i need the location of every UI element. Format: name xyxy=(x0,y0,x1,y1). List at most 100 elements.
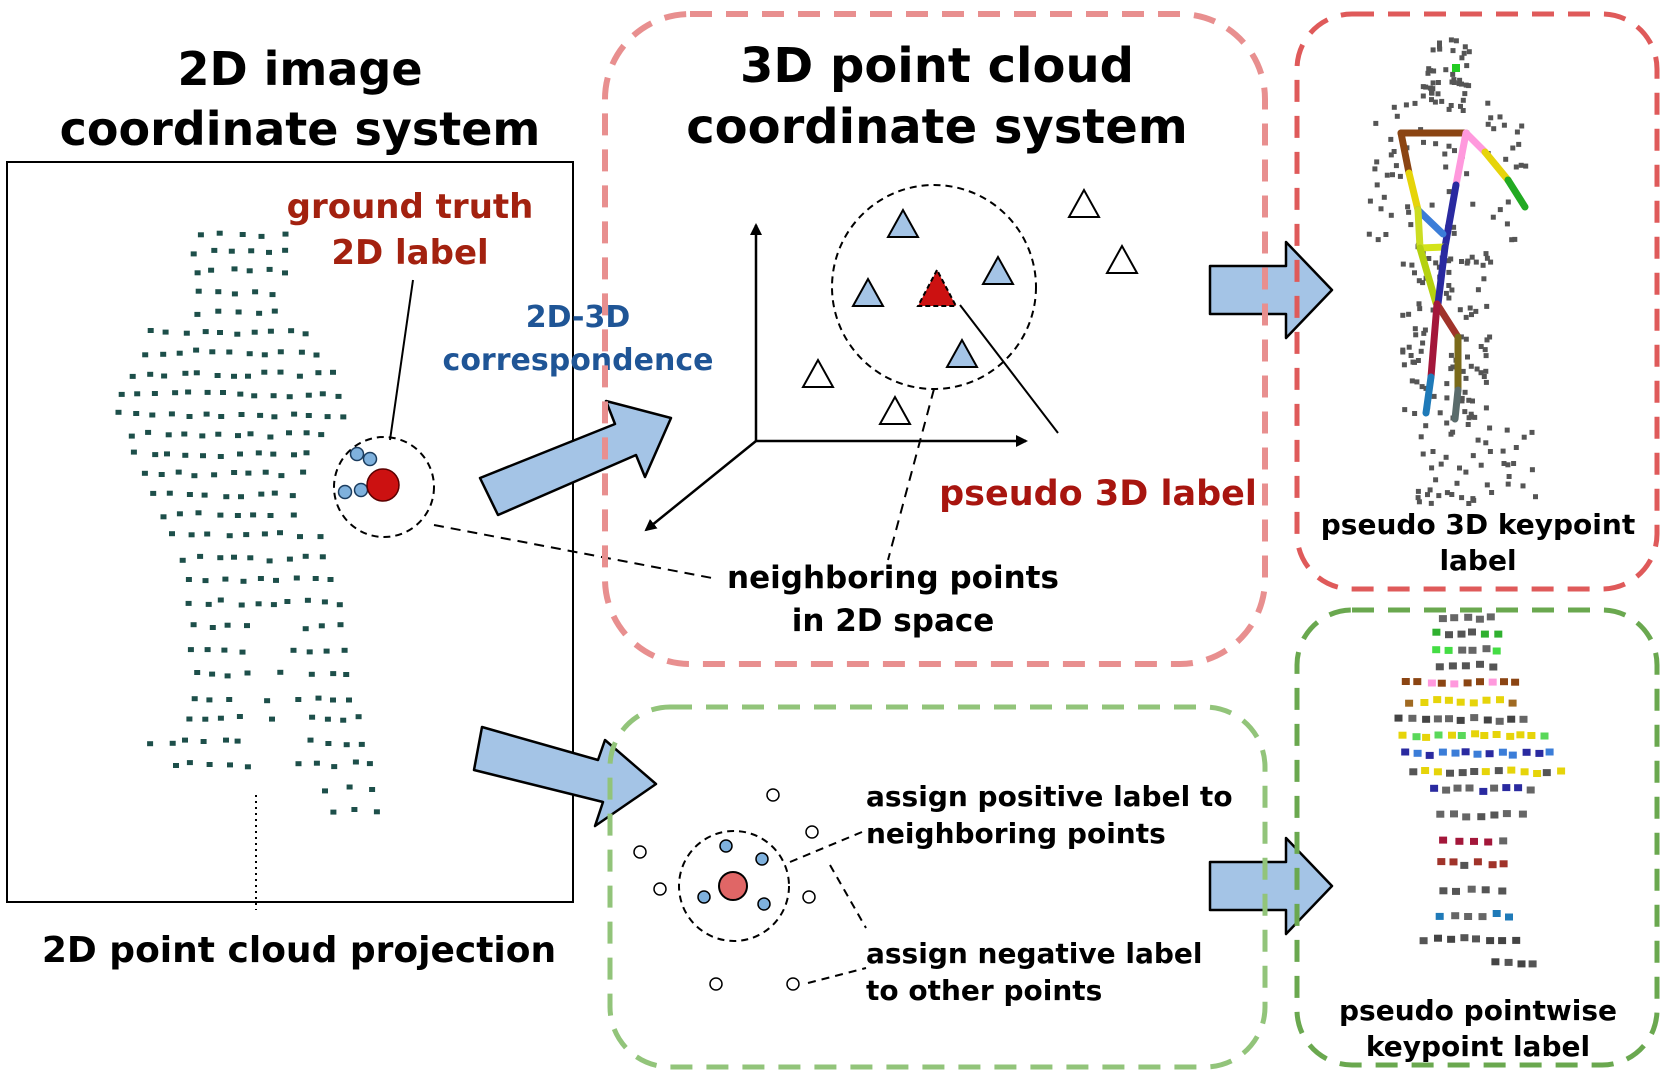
cloud-point xyxy=(1506,474,1512,479)
projected-point xyxy=(305,392,312,398)
cloud-point xyxy=(1435,91,1441,97)
labeled-point xyxy=(1436,810,1445,818)
cloud-point xyxy=(1503,156,1509,162)
projected-point xyxy=(270,451,277,457)
cloud-point xyxy=(1421,330,1427,336)
labeled-point xyxy=(1437,679,1446,687)
projected-point xyxy=(271,414,278,420)
projected-point xyxy=(257,576,264,581)
labeled-point xyxy=(1481,886,1490,894)
projected-point xyxy=(182,452,189,458)
cloud-point xyxy=(1487,334,1493,340)
projected-point xyxy=(235,433,241,439)
labeled-point xyxy=(1476,660,1484,668)
labeled-point xyxy=(1512,936,1521,944)
projected-point xyxy=(346,697,352,703)
cloud-point xyxy=(1453,38,1459,44)
cloud-point xyxy=(1420,93,1426,99)
cloud-point xyxy=(1461,50,1467,56)
cloud-point xyxy=(1484,482,1490,488)
labeled-point xyxy=(1480,630,1489,638)
projected-point xyxy=(129,373,136,379)
cloud-point xyxy=(1505,481,1511,487)
projected-point xyxy=(266,558,273,564)
projected-point xyxy=(297,534,303,540)
projected-point xyxy=(226,349,233,355)
projected-point xyxy=(266,249,272,255)
projected-point xyxy=(330,809,337,815)
projected-point xyxy=(243,532,250,538)
cloud-point xyxy=(1466,501,1472,506)
point-cloud-3d xyxy=(1366,37,1538,506)
cloud-point xyxy=(1446,189,1452,195)
labeled-point xyxy=(1433,768,1442,776)
cloud-point xyxy=(1459,81,1464,87)
projected-point xyxy=(238,602,245,608)
labeled-point xyxy=(1488,861,1497,869)
projected-point xyxy=(206,697,213,703)
projected-point xyxy=(191,473,198,479)
cloud-point xyxy=(1421,139,1426,145)
projected-point xyxy=(282,231,289,237)
labeled-point xyxy=(1502,784,1511,792)
cloud-point xyxy=(1452,148,1457,154)
cloud-point xyxy=(1391,149,1397,154)
cloud-point xyxy=(1511,461,1517,466)
cloud-point xyxy=(1383,232,1389,237)
skeleton-right-hand xyxy=(1414,206,1447,238)
left-title-line1: 2D image xyxy=(177,42,422,96)
positive-point xyxy=(755,852,769,866)
cloud-point xyxy=(1413,332,1419,338)
labeled-point xyxy=(1511,678,1520,686)
projected-point xyxy=(324,414,331,420)
axis-y xyxy=(644,440,757,532)
cloud-point xyxy=(1431,68,1437,74)
cloud-point xyxy=(1490,214,1496,220)
projected-point xyxy=(239,649,246,655)
skeleton-hip xyxy=(1416,243,1449,252)
projected-point xyxy=(244,764,251,770)
labeled-point xyxy=(1458,646,1467,654)
negative-leader-1 xyxy=(829,864,867,929)
arrow-to-3d xyxy=(478,399,673,517)
projected-point xyxy=(115,409,122,415)
negative-leader-2 xyxy=(807,967,867,984)
labeled-point xyxy=(1490,811,1499,819)
projected-point xyxy=(323,648,330,654)
labeled-point xyxy=(1468,628,1476,636)
cloud-point xyxy=(1409,378,1415,384)
labeled-point xyxy=(1535,749,1544,757)
cloud-point xyxy=(1420,340,1426,346)
projected-point xyxy=(166,490,173,496)
projected-point xyxy=(250,512,257,518)
cloud-point xyxy=(1414,379,1420,385)
labeled-point xyxy=(1468,646,1477,654)
projected-point xyxy=(217,555,224,561)
projected-point xyxy=(186,414,193,419)
projected-point xyxy=(308,671,315,677)
cloud-point xyxy=(1463,336,1469,342)
labeled-point xyxy=(1460,861,1469,869)
labeled-point xyxy=(1432,628,1441,636)
projected-point xyxy=(133,411,140,416)
projected-point xyxy=(168,411,175,417)
cloud-point xyxy=(1390,172,1395,178)
projected-point xyxy=(317,534,324,540)
labeled-point xyxy=(1409,768,1418,776)
labeled-point xyxy=(1492,731,1501,738)
cloud-point xyxy=(1500,448,1506,454)
projected-point xyxy=(161,373,168,379)
cloud-point xyxy=(1406,344,1412,350)
cloud-point xyxy=(1388,152,1394,158)
other-triangle xyxy=(1067,187,1101,218)
labeled-point xyxy=(1453,784,1462,792)
labeled-point xyxy=(1413,749,1422,757)
cloud-point xyxy=(1510,145,1516,151)
cloud-point xyxy=(1418,348,1424,354)
projected-point xyxy=(298,349,305,355)
cloud-point xyxy=(1514,129,1520,135)
projected-point xyxy=(258,233,265,239)
projected-point xyxy=(296,373,303,379)
left-title-line2: coordinate system xyxy=(60,102,541,156)
labeled-point xyxy=(1455,837,1464,845)
